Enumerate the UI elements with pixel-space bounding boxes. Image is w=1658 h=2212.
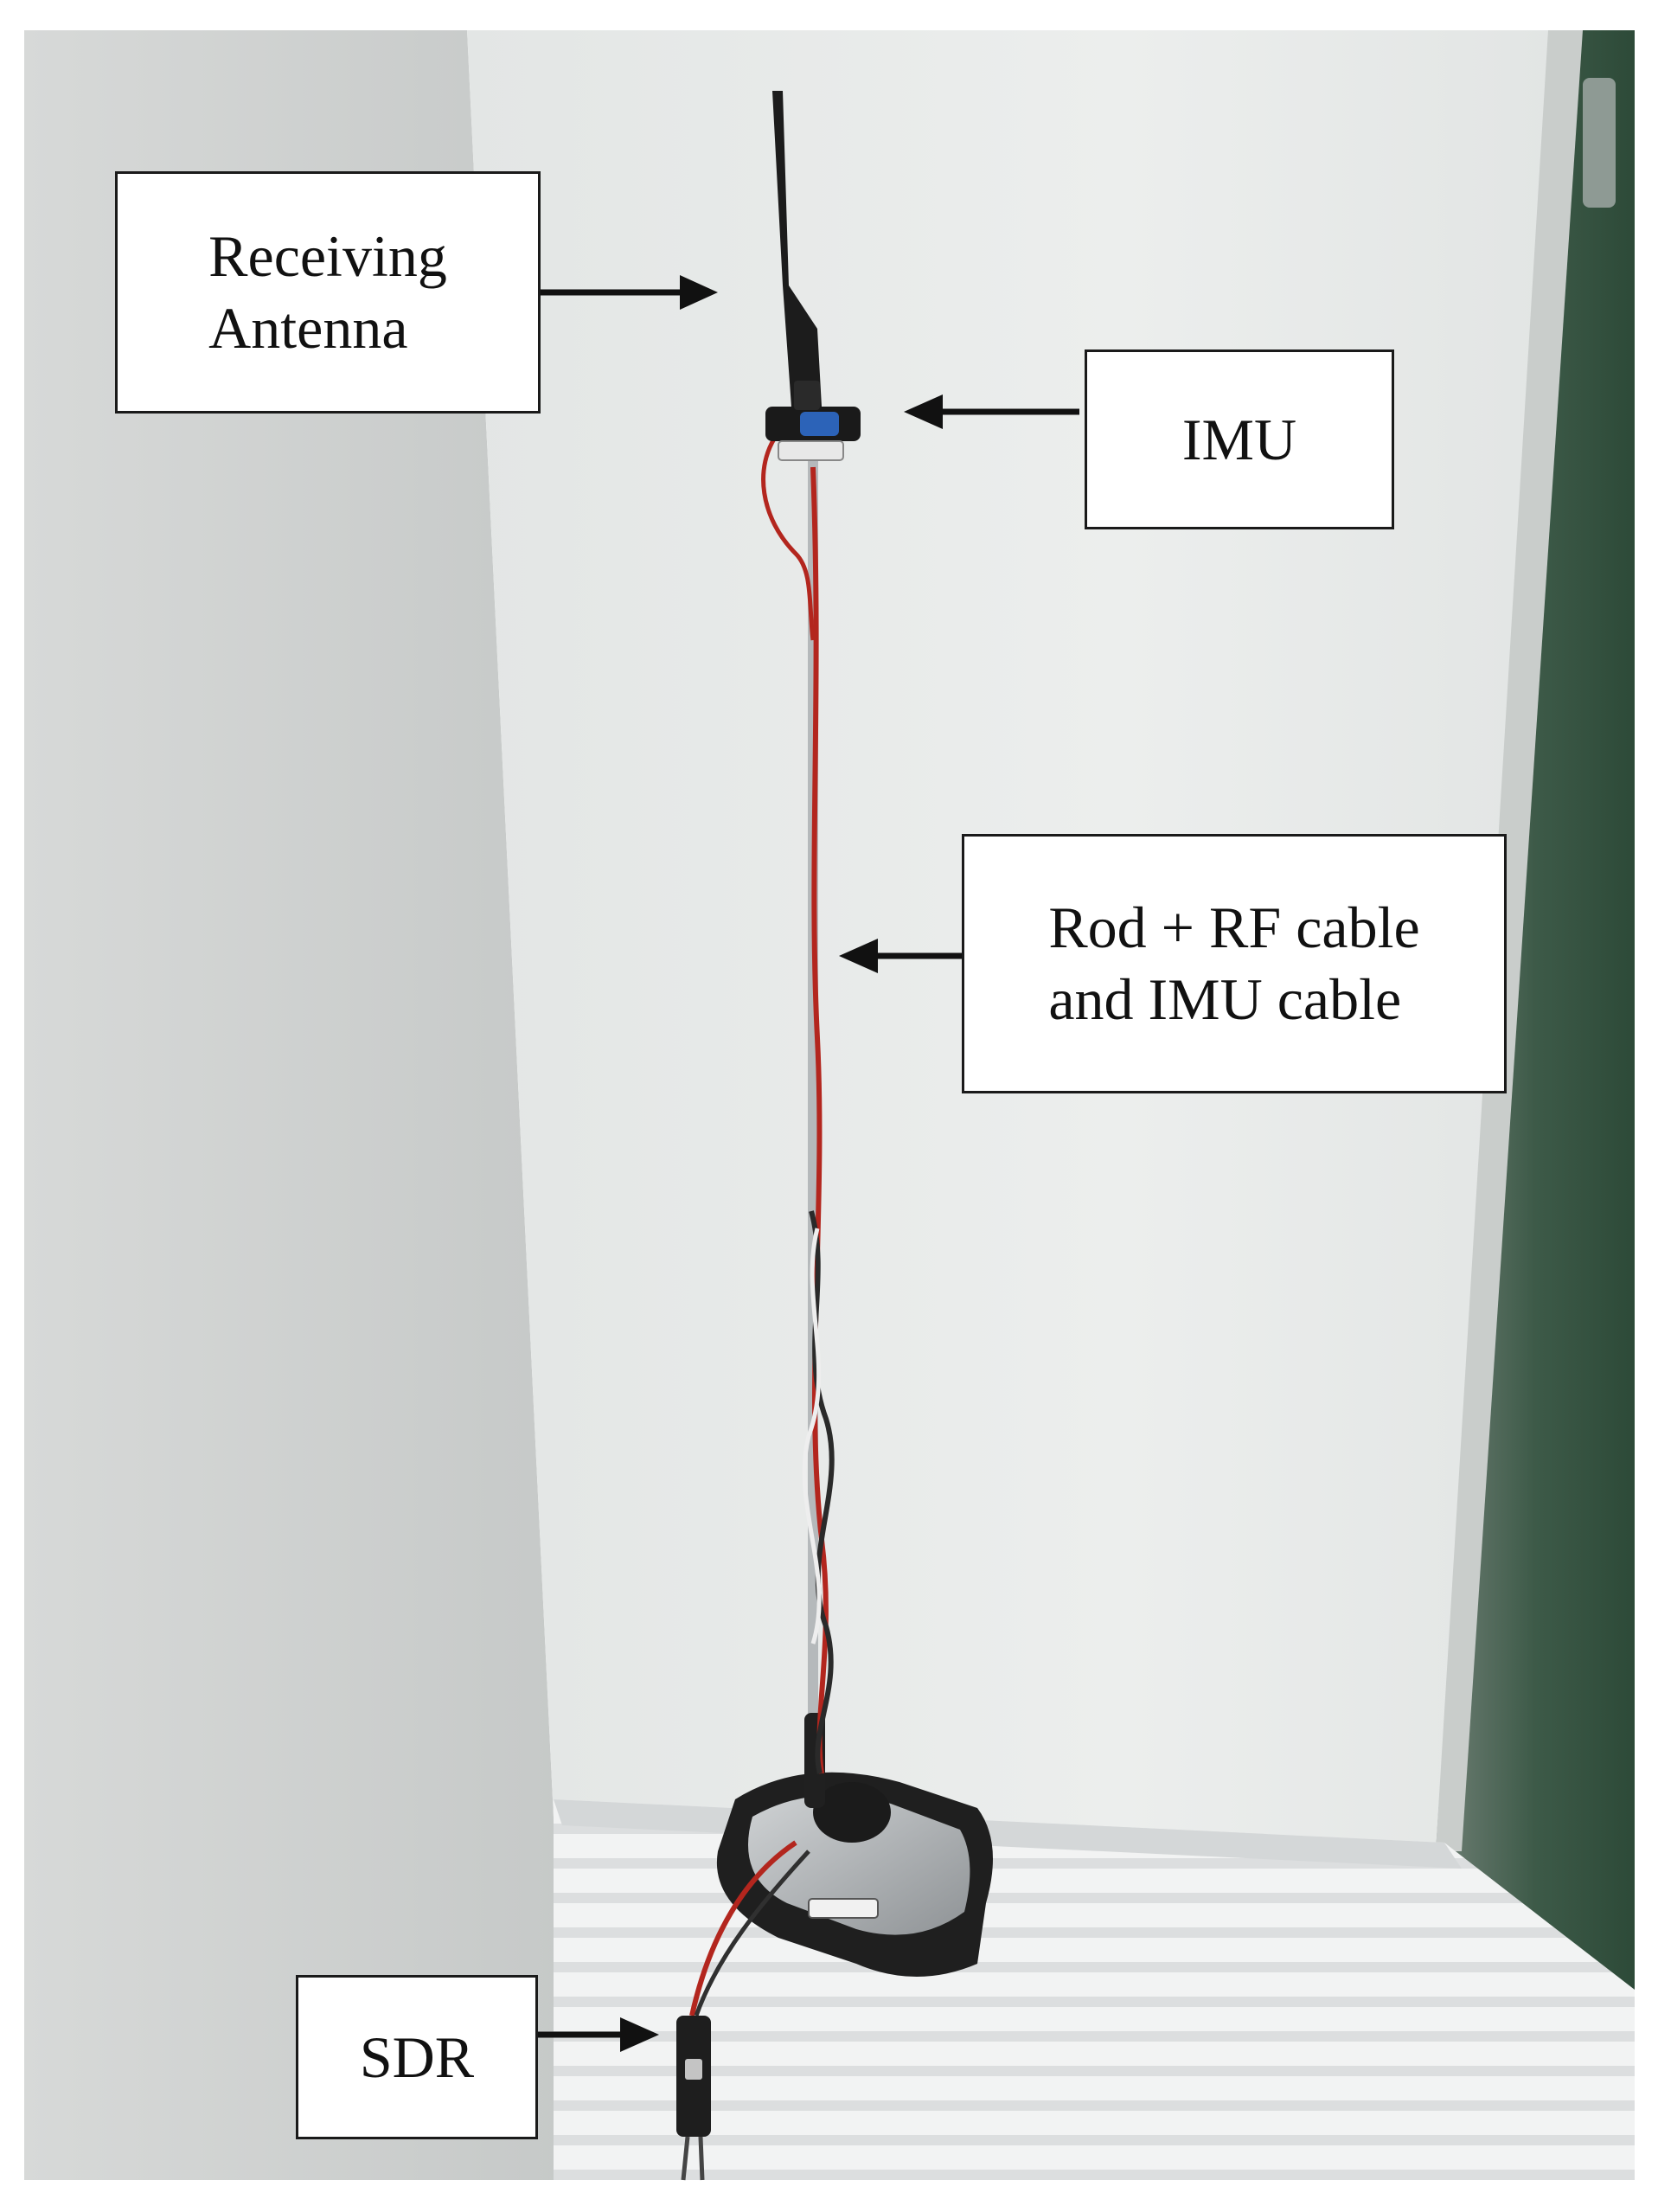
rod-cable-label: Rod + RF cable and IMU cable xyxy=(962,834,1507,1093)
receiving-antenna-label-line1: Receiving xyxy=(208,223,447,290)
receiving-antenna-label: Receiving Antenna xyxy=(115,171,541,414)
rod-cable-label-line1: Rod + RF cable xyxy=(1048,894,1420,961)
imu-label: IMU xyxy=(1085,349,1394,529)
sdr-label: SDR xyxy=(296,1975,538,2139)
imu-label-line1: IMU xyxy=(1181,406,1297,472)
sdr-label-line1: SDR xyxy=(359,2023,475,2090)
rod-cable-label-line2: and IMU cable xyxy=(1048,966,1402,1032)
receiving-antenna-label-line2: Antenna xyxy=(208,295,408,361)
arrows xyxy=(536,275,1079,2052)
